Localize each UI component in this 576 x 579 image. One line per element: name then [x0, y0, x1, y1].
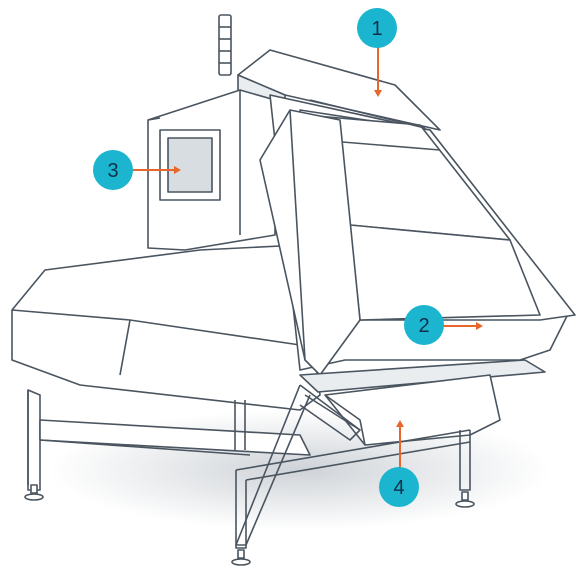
adjustable-feet	[24, 484, 475, 566]
callout-1: 1	[357, 8, 397, 48]
callout-3-label: 3	[107, 160, 118, 182]
callout-arrows	[132, 47, 483, 468]
lower-band	[299, 359, 546, 393]
support-frame	[27, 384, 471, 549]
callout-1-label: 1	[371, 18, 382, 40]
signal-tower	[218, 14, 232, 76]
callout-2-label: 2	[418, 315, 429, 337]
callout-4: 4	[379, 467, 419, 507]
discharge-hopper	[324, 374, 501, 446]
callouts: 1 2 3 4	[93, 8, 444, 507]
machine-outline	[11, 14, 576, 566]
callout-3: 3	[93, 150, 133, 190]
touch-screen	[167, 137, 213, 193]
base-left-block	[11, 244, 321, 411]
callout-4-label: 4	[393, 477, 404, 499]
callout-2: 2	[404, 305, 444, 345]
